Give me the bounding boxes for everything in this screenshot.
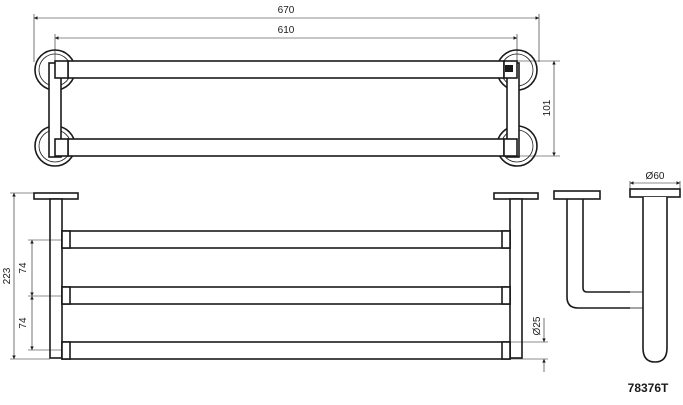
product-code: 78376T	[628, 381, 669, 395]
dimension-depth: 101	[517, 60, 560, 157]
label-d60: Ø60	[646, 171, 665, 182]
label-101: 101	[542, 99, 553, 116]
top-view-rear-bar	[67, 138, 505, 157]
front-flange-left	[33, 192, 79, 200]
dimension-lower-spacing: 74	[18, 296, 62, 351]
front-bar-lower	[61, 341, 511, 360]
front-bar-middle	[61, 286, 511, 305]
front-bar-upper	[61, 230, 511, 249]
dimension-overall-width: 670	[33, 5, 540, 62]
label-610: 610	[278, 25, 295, 36]
label-74-upper: 74	[18, 262, 29, 274]
post-left	[49, 198, 63, 359]
post-right	[509, 198, 523, 359]
front-flange-right	[493, 192, 539, 200]
label-d25: Ø25	[532, 316, 543, 335]
side-view-bracket	[553, 190, 630, 309]
front-view: 223 74 74 Ø25	[2, 192, 548, 372]
label-670: 670	[278, 5, 295, 16]
top-view: 670 610	[33, 5, 560, 167]
dimension-total-height: 223	[2, 192, 50, 360]
dimension-bar-length: 610	[54, 25, 518, 62]
side-view-post: Ø60	[629, 171, 681, 363]
label-74-lower: 74	[18, 317, 29, 329]
top-view-front-bar	[67, 60, 505, 79]
dimension-bar-diameter: Ø25	[510, 316, 548, 372]
label-223: 223	[2, 267, 13, 284]
